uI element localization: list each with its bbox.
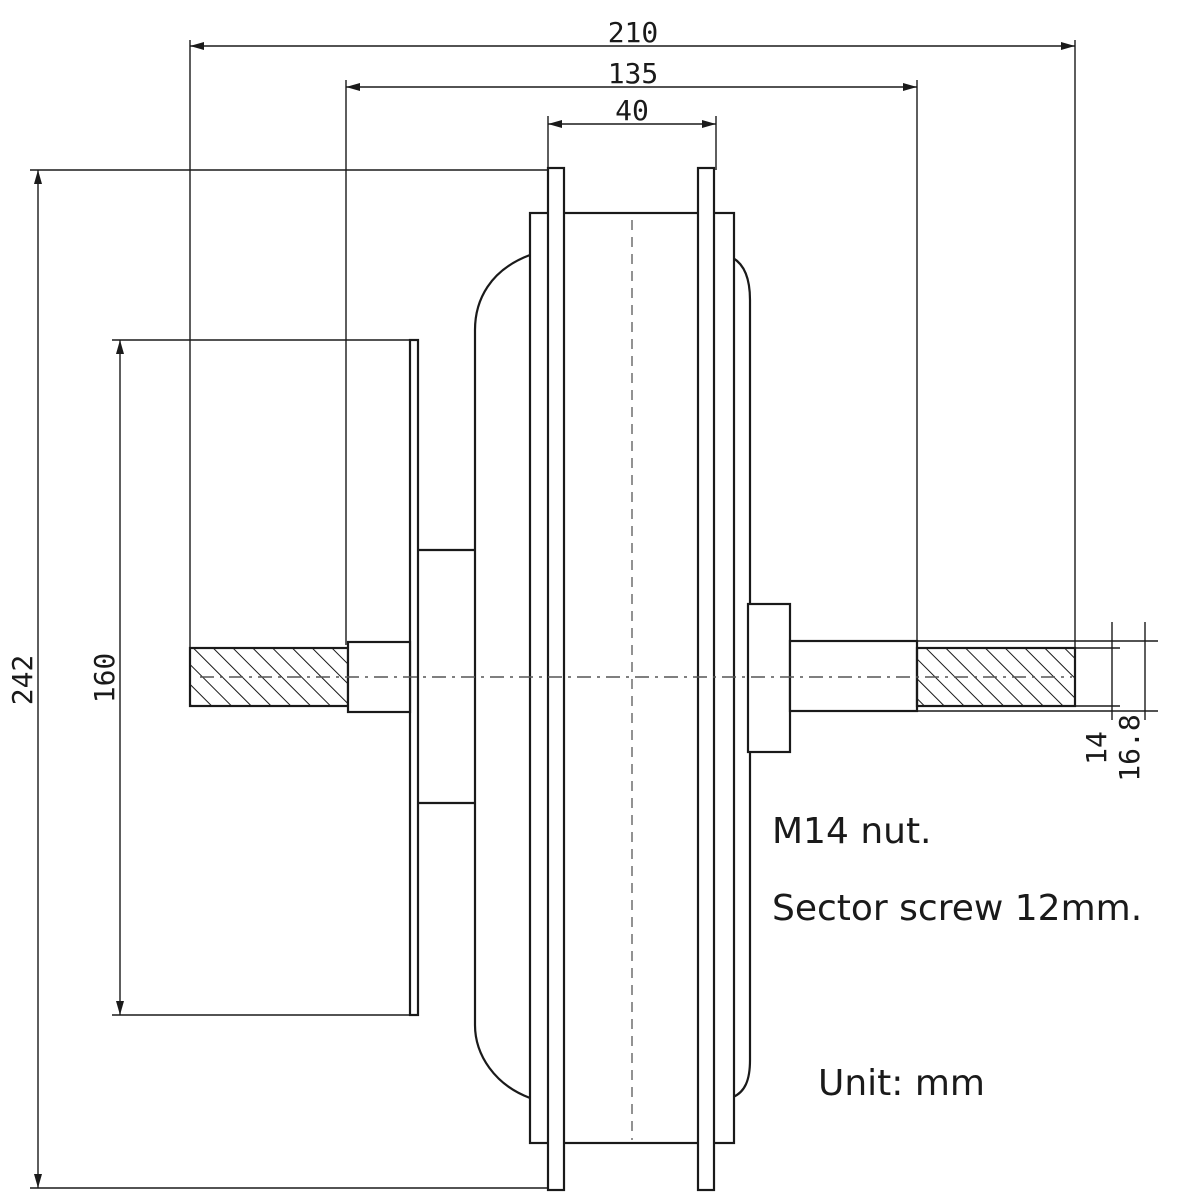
disc-mount-collar [418, 548, 475, 805]
dimension-40: 40 [547, 94, 717, 170]
dimension-210-label: 210 [608, 16, 659, 49]
dimension-242: 242 [6, 169, 550, 1189]
dimension-16-8-label: 16.8 [1113, 714, 1146, 781]
dimension-14-label: 14 [1080, 731, 1113, 765]
dimension-135: 135 [345, 57, 918, 645]
dimension-135-label: 135 [608, 57, 659, 90]
dimension-40-label: 40 [615, 94, 649, 127]
hub-flange-left [546, 166, 566, 1192]
dimension-242-label: 242 [6, 655, 39, 706]
hub-flange-right [696, 166, 716, 1192]
axle-right [746, 602, 1077, 754]
dimension-160: 160 [88, 339, 418, 1016]
dimension-axle: 14 16.8 [917, 622, 1158, 782]
note-unit: Unit: mm [818, 1063, 985, 1104]
dimension-160-label: 160 [88, 653, 121, 704]
dimension-210: 210 [189, 16, 1076, 650]
note-screw: Sector screw 12mm. [772, 888, 1142, 929]
note-nut: M14 nut. [772, 811, 932, 852]
